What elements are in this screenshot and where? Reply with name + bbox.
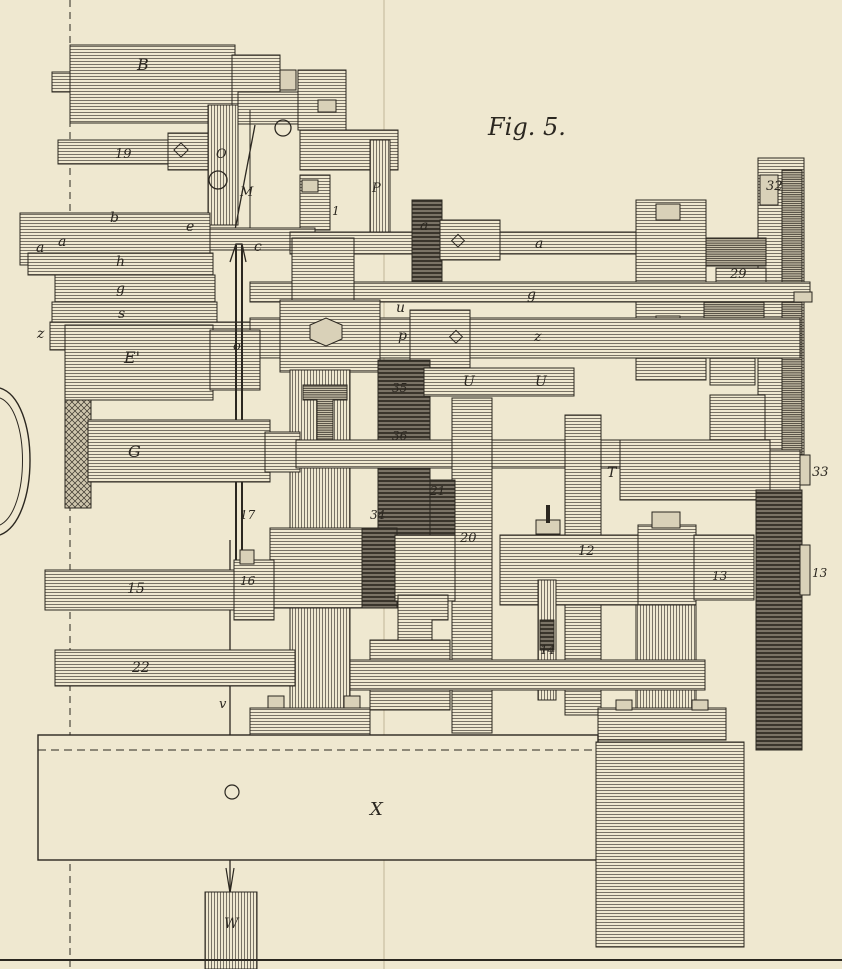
label-B: B	[136, 55, 149, 74]
label-19: 19	[115, 147, 132, 162]
label-21: 21	[429, 484, 445, 498]
label-22: 22	[131, 660, 150, 676]
label-v: v	[219, 697, 227, 712]
label-z-right: z	[533, 329, 542, 345]
label-36: 36	[392, 429, 408, 443]
label-16: 16	[240, 574, 256, 588]
label-u: u	[396, 300, 405, 316]
label-1: 1	[332, 204, 340, 218]
label-g-right: g	[527, 287, 536, 303]
label-p: p	[398, 328, 407, 344]
shaft-g	[54, 274, 813, 304]
wheel-edge-inner	[0, 397, 23, 526]
label-29: 29	[729, 267, 747, 282]
label-U2: U	[535, 374, 548, 390]
gear-13	[755, 489, 811, 751]
label-o: o	[233, 339, 241, 354]
label-35: 35	[392, 381, 407, 395]
label-G: G	[128, 442, 141, 461]
weight-W	[204, 867, 258, 969]
bed-X	[37, 734, 745, 948]
label-O: O	[216, 147, 227, 162]
label-12: 12	[578, 544, 595, 559]
label-a-left: a	[36, 240, 44, 256]
label-s: s	[118, 306, 125, 322]
label-a-left2: a	[58, 234, 66, 250]
shaft-s	[51, 301, 218, 325]
label-c: c	[254, 239, 262, 255]
roll-E1	[64, 324, 261, 401]
labels: B 19 O M P 1 32 b e c a a a a 29 h g g s…	[36, 55, 829, 932]
label-W: W	[224, 916, 240, 932]
label-14: 14	[540, 643, 555, 657]
figure-title: Fig. 5.	[487, 113, 566, 141]
label-a-right: a	[535, 236, 543, 252]
label-e: e	[186, 219, 194, 235]
label-X: X	[368, 799, 384, 820]
label-13a: 13	[712, 569, 728, 583]
label-17: 17	[240, 508, 256, 522]
label-20: 20	[459, 531, 477, 546]
label-E1: E'	[123, 348, 140, 367]
wheel-edge	[0, 387, 31, 536]
label-34: 34	[370, 508, 385, 522]
shaft-22	[54, 649, 706, 691]
label-33: 33	[812, 465, 829, 480]
label-g-left: g	[116, 281, 125, 297]
label-15: 15	[127, 581, 145, 597]
label-T: T	[607, 465, 618, 481]
label-z-left: z	[36, 326, 45, 342]
label-13b: 13	[812, 566, 828, 580]
label-P: P	[371, 181, 381, 196]
label-M: M	[239, 185, 254, 200]
label-b: b	[110, 210, 119, 226]
label-32: 32	[766, 179, 783, 194]
shaft-15	[44, 549, 275, 621]
label-a-gear: a	[420, 218, 428, 234]
label-U1: U	[463, 374, 476, 390]
label-h: h	[116, 254, 125, 270]
upper-linkage	[57, 69, 399, 241]
